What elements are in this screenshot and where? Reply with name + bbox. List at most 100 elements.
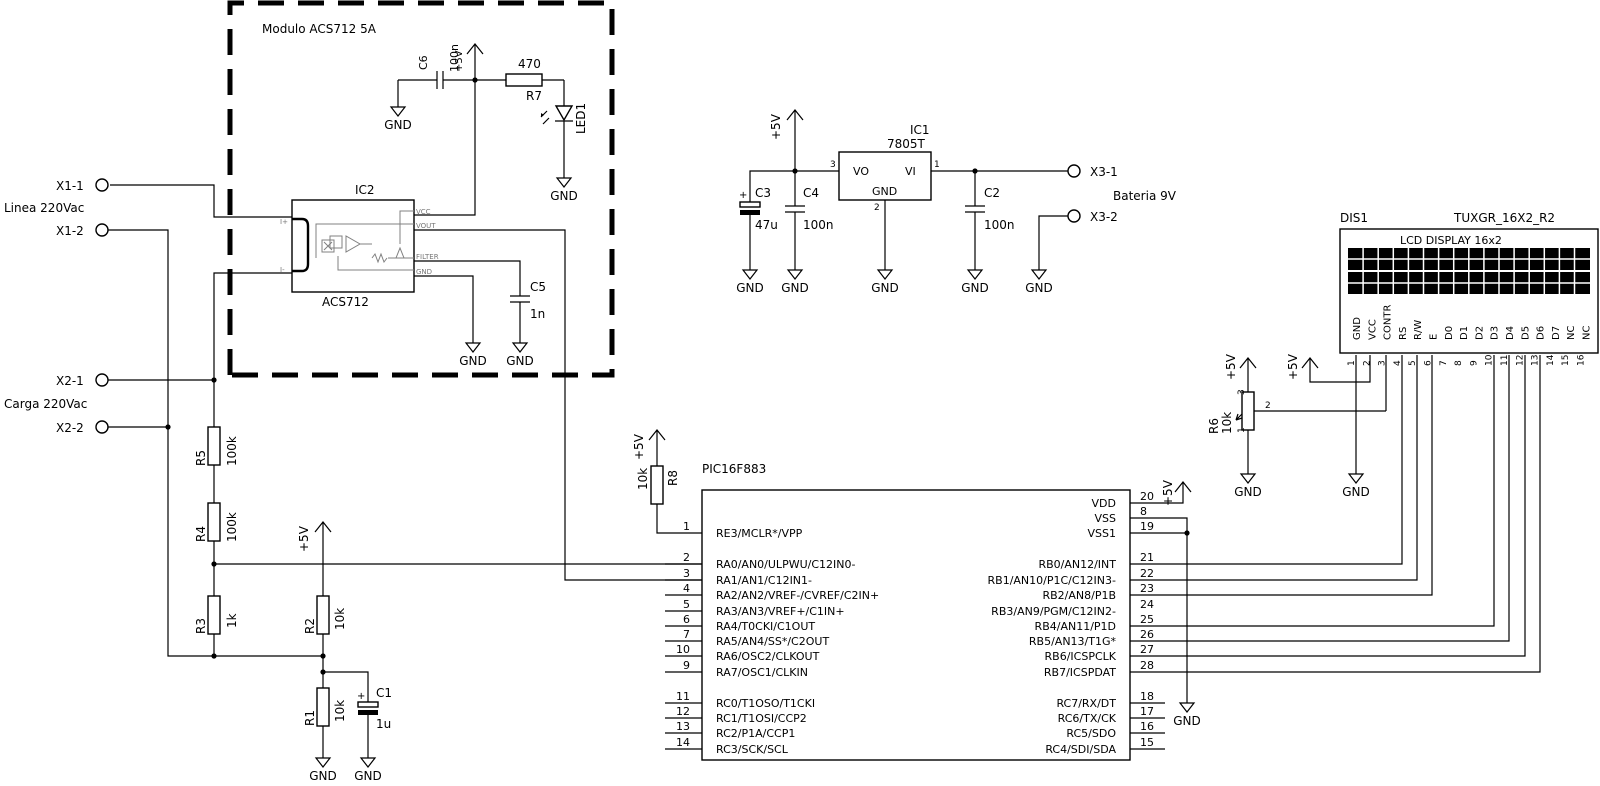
- lcd-name: DIS1: [1340, 211, 1368, 225]
- bateria-label: Bateria 9V: [1113, 189, 1177, 203]
- lcd-vcc-net: +5V: [1286, 353, 1300, 380]
- r8-ref: R8: [666, 470, 680, 486]
- lcd-label-bg: [1398, 234, 1508, 246]
- ic2-body: [291, 199, 415, 293]
- pic-pin-name: VDD: [1092, 497, 1116, 510]
- r6-pin3: 3: [1237, 389, 1247, 395]
- lcd-pin-name: NC: [1582, 326, 1593, 340]
- gnd-label: GND: [384, 118, 412, 132]
- pic-pin-number: 20: [1140, 490, 1154, 503]
- lcd-pin-name: E: [1429, 334, 1440, 340]
- pic-pin-name: RB6/ICSPCLK: [1045, 650, 1117, 663]
- lcd-pin-number: 2: [1362, 360, 1372, 366]
- lcd-pin-name: D7: [1551, 326, 1562, 340]
- x3-1-terminal[interactable]: [1067, 164, 1081, 178]
- r6-ref: R6: [1207, 418, 1221, 434]
- c3-plus: +: [739, 190, 747, 201]
- led1-ref: LED1: [574, 103, 588, 134]
- c1-plus: +: [357, 691, 365, 702]
- r2: [316, 595, 330, 635]
- gnd-label: GND: [1234, 485, 1262, 499]
- pic-pin-name: RA5/AN4/SS*/C2OUT: [716, 635, 829, 648]
- x3-2-terminal[interactable]: [1067, 209, 1081, 223]
- gnd-label: GND: [459, 354, 487, 368]
- x1-2-label: X1-2: [56, 224, 84, 238]
- c3-plate-pos: [739, 201, 761, 208]
- connectors: X1-1 Linea 220Vac X1-2 X2-1 Carga 220Vac…: [4, 178, 217, 435]
- c3-value: 47u: [755, 218, 778, 232]
- x1-2-terminal[interactable]: [95, 223, 109, 237]
- lcd-pin-number: 16: [1577, 354, 1587, 366]
- lcd-pin-name: D0: [1444, 326, 1455, 340]
- c2-value: 100n: [984, 218, 1015, 232]
- pic-pin-name: RC3/SCK/SCL: [716, 743, 789, 756]
- lcd-pin-number: 6: [1424, 360, 1434, 366]
- r8-vcc-net: +5V: [632, 433, 646, 460]
- pic-pin-name: RC0/T1OSO/T1CKI: [716, 697, 815, 710]
- gnd-icon: [464, 342, 482, 353]
- c5-value: 1n: [530, 307, 545, 321]
- led1: [554, 105, 574, 122]
- gnd-label: GND: [550, 189, 578, 203]
- lcd-pin-name: D3: [1490, 326, 1501, 340]
- lcd-part: TUXGR_16X2_R2: [1453, 211, 1555, 225]
- voltage-divider: R5 100k R4 100k R3 1k: [167, 380, 702, 659]
- pic-pin-name: RC4/SDI/SDA: [1045, 743, 1116, 756]
- gnd-icon: [1239, 473, 1257, 484]
- r5: [207, 426, 221, 466]
- r6-value: 10k: [1220, 412, 1234, 434]
- lcd-pin-number: 10: [1485, 354, 1495, 366]
- c6-ref: C6: [417, 55, 430, 70]
- gnd-icon: [1030, 269, 1048, 280]
- pic-pin-number: 19: [1140, 520, 1154, 533]
- lcd-pin-name: D2: [1474, 326, 1485, 340]
- c4-ref: C4: [803, 186, 819, 200]
- pic-pin-number: 6: [683, 613, 690, 626]
- x1-1-terminal[interactable]: [95, 178, 109, 192]
- acs712-module: Modulo ACS712 5A IC2 ACS712 I+ I- VCC VO…: [110, 0, 702, 581]
- x2-2-terminal[interactable]: [95, 420, 109, 434]
- r3-value: 1k: [225, 613, 239, 628]
- lcd-pin-number: 11: [1500, 355, 1510, 366]
- x2-1-label: X2-1: [56, 374, 84, 388]
- gnd-label: GND: [309, 769, 337, 783]
- lcd-pin-name: R/W: [1413, 320, 1424, 340]
- pic-pin-number: 8: [1140, 505, 1147, 518]
- r2-ref: R2: [303, 618, 317, 634]
- lcd-pin-number: 8: [1454, 360, 1464, 366]
- r4-ref: R4: [194, 526, 208, 542]
- ic1-pin2: 2: [874, 203, 880, 213]
- gnd-icon: [876, 269, 894, 280]
- pic-right-pins: 20VDD8VSS19VSS121RB0/AN12/INT22RB1/AN10/…: [988, 490, 1165, 756]
- pic-pin-name: RC5/SDO: [1066, 727, 1116, 740]
- gnd-icon: [555, 177, 573, 188]
- pic-pin-number: 3: [683, 567, 690, 580]
- pic-pin-number: 21: [1140, 551, 1154, 564]
- lcd-pins: GND1VCC2CONTR3RS4R/W5E6D07D18D29D310D411…: [1347, 305, 1593, 366]
- lcd-pin-name: D5: [1520, 326, 1531, 340]
- pic-pin-name: RC2/P1A/CCP1: [716, 727, 795, 740]
- bias-network: +5V R2 10k R1 10k + C1 1u: [297, 521, 392, 758]
- pic-pin-name: RB0/AN12/INT: [1038, 558, 1116, 571]
- ic1-pin1: 1: [934, 160, 940, 170]
- pic-pin-name: RA0/AN0/ULPWU/C12IN0-: [716, 558, 855, 571]
- ic2-vcc-net: +5V: [454, 50, 465, 72]
- r3-ref: R3: [194, 618, 208, 634]
- linea-label: Linea 220Vac: [4, 201, 84, 215]
- pic-pin-number: 1: [683, 520, 690, 533]
- ic2-pin-vout: VOUT: [416, 222, 436, 230]
- pic-pin-number: 11: [676, 690, 690, 703]
- pic-pin-name: RA4/T0CKI/C1OUT: [716, 620, 815, 633]
- r7: [505, 73, 543, 87]
- c6-value: 100n: [448, 44, 461, 72]
- lcd-pin-number: 4: [1393, 360, 1403, 366]
- pic-pin-name: RA3/AN3/VREF+/C1IN+: [716, 605, 845, 618]
- x2-2-label: X2-2: [56, 421, 84, 435]
- pic-pin-name: RA1/AN1/C12IN1-: [716, 574, 812, 587]
- x2-1-terminal[interactable]: [95, 373, 109, 387]
- r1-ref: R1: [303, 710, 317, 726]
- ic2-name: IC2: [355, 183, 375, 197]
- pic-pin-name: RA7/OSC1/CLKIN: [716, 666, 808, 679]
- gnd-icon: [359, 757, 377, 768]
